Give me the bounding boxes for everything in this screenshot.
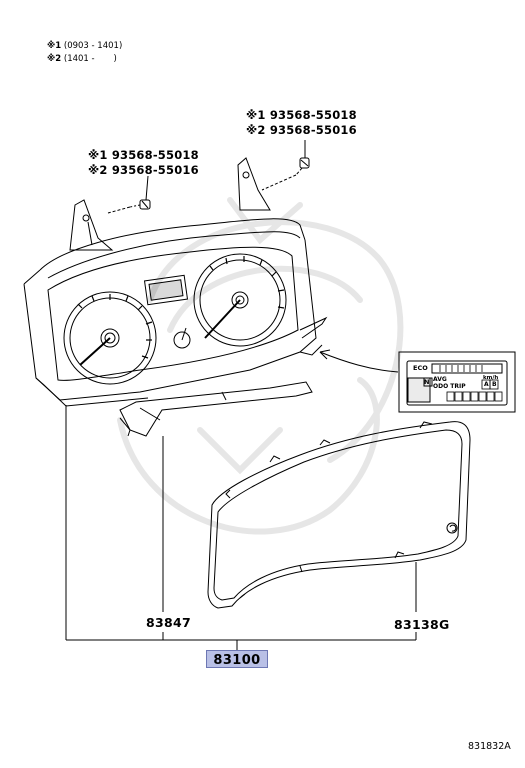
- display-inset-frame: [319, 349, 516, 413]
- note-2-text: (1401 - ): [63, 54, 117, 64]
- screw-right-mark-2: ※2: [246, 123, 266, 137]
- part-label-plate[interactable]: 83847: [146, 615, 191, 630]
- figure-id: 831832A: [468, 741, 511, 752]
- combination-meter: [23, 157, 328, 407]
- screw-left-mark-2: ※2: [88, 163, 108, 177]
- screw-left-mark-1: ※1: [88, 148, 108, 162]
- screw-right-part-1[interactable]: 93568-55018: [269, 108, 357, 122]
- leader-lines: [65, 405, 417, 650]
- note-1-text: (0903 - 1401): [63, 41, 123, 51]
- plate-83847: [119, 381, 313, 437]
- note-1-mark: ※1: [47, 41, 62, 51]
- inset-eco-label: ECO: [413, 364, 428, 372]
- note-2-mark: ※2: [47, 54, 62, 64]
- screw-left-part-2[interactable]: 93568-55016: [111, 163, 199, 177]
- screw-right: [261, 157, 310, 191]
- watermark: [117, 197, 404, 535]
- inset-kmh-label: km/h: [483, 375, 499, 381]
- inset-n-label: N: [424, 378, 430, 386]
- inset-a-label: A: [484, 381, 489, 388]
- note-2: ※2 (1401 - ): [47, 55, 117, 64]
- note-1: ※1 (0903 - 1401): [47, 42, 122, 51]
- part-label-lens[interactable]: 83138G: [394, 617, 450, 632]
- screw-right-mark-1: ※1: [246, 108, 266, 122]
- inset-b-label: B: [492, 381, 497, 388]
- screw-right-label-1: ※1 93568-55018: [246, 108, 357, 122]
- screw-left: [107, 199, 151, 214]
- screw-right-part-2[interactable]: 93568-55016: [269, 123, 357, 137]
- part-label-assembly[interactable]: 83100: [206, 650, 268, 668]
- lens-83138g: [207, 421, 471, 609]
- screw-left-label-1: ※1 93568-55018: [88, 148, 199, 162]
- part-label-assembly-text: 83100: [213, 653, 261, 668]
- screw-left-part-1[interactable]: 93568-55018: [111, 148, 199, 162]
- inset-avg-label: AVG: [433, 376, 447, 383]
- inset-odo-trip-label: ODO TRIP: [433, 383, 466, 390]
- screw-right-label-2: ※2 93568-55016: [246, 123, 357, 137]
- screw-left-label-2: ※2 93568-55016: [88, 163, 199, 177]
